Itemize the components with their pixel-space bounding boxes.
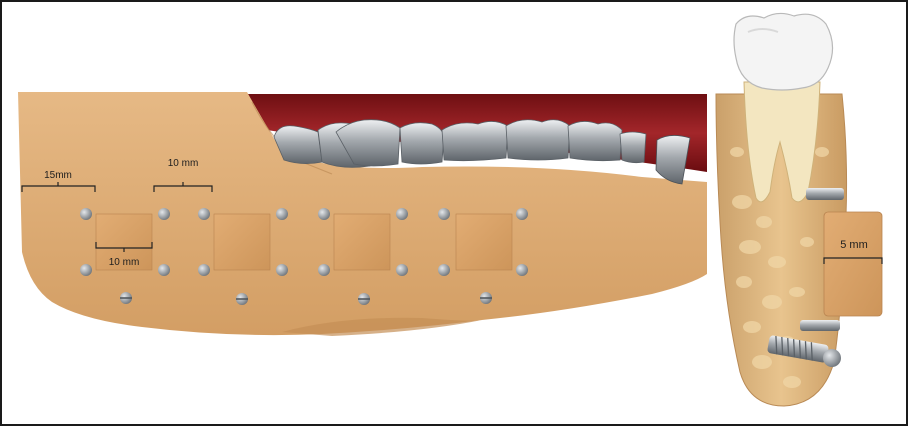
tooth-crown [734, 13, 833, 90]
screw-shaft [800, 320, 840, 331]
screw [438, 264, 450, 276]
label-5mm: 5 mm [840, 239, 868, 251]
label-15mm: 15mm [44, 170, 72, 181]
label-graft-width: 10 mm [109, 257, 140, 268]
label-10mm-spacing: 10 mm [168, 158, 199, 169]
graft-block [334, 214, 390, 270]
tooth [506, 120, 570, 160]
screw-head [120, 292, 132, 304]
screw-shaft [806, 188, 844, 200]
graft-block-section [824, 212, 882, 316]
tooth [442, 121, 508, 160]
mandible-side-view: 15mm 10 mm 10 mm [18, 92, 707, 336]
screw [318, 264, 330, 276]
tooth [656, 135, 690, 184]
cross-section-view: 5 mm [716, 13, 882, 406]
screw [276, 208, 288, 220]
screw [80, 264, 92, 276]
graft-block [214, 214, 270, 270]
screw [396, 264, 408, 276]
screw [438, 208, 450, 220]
screw [198, 264, 210, 276]
screw [276, 264, 288, 276]
screw [318, 208, 330, 220]
screw [516, 264, 528, 276]
screw [198, 208, 210, 220]
graft-block [456, 214, 512, 270]
screw-head [480, 292, 492, 304]
tooth [620, 132, 646, 163]
screw-head [358, 293, 370, 305]
screw [80, 208, 92, 220]
tooth [568, 121, 622, 160]
screw [396, 208, 408, 220]
screw [516, 208, 528, 220]
screw [158, 264, 170, 276]
screw-head [236, 293, 248, 305]
screw [158, 208, 170, 220]
tooth [400, 123, 444, 164]
